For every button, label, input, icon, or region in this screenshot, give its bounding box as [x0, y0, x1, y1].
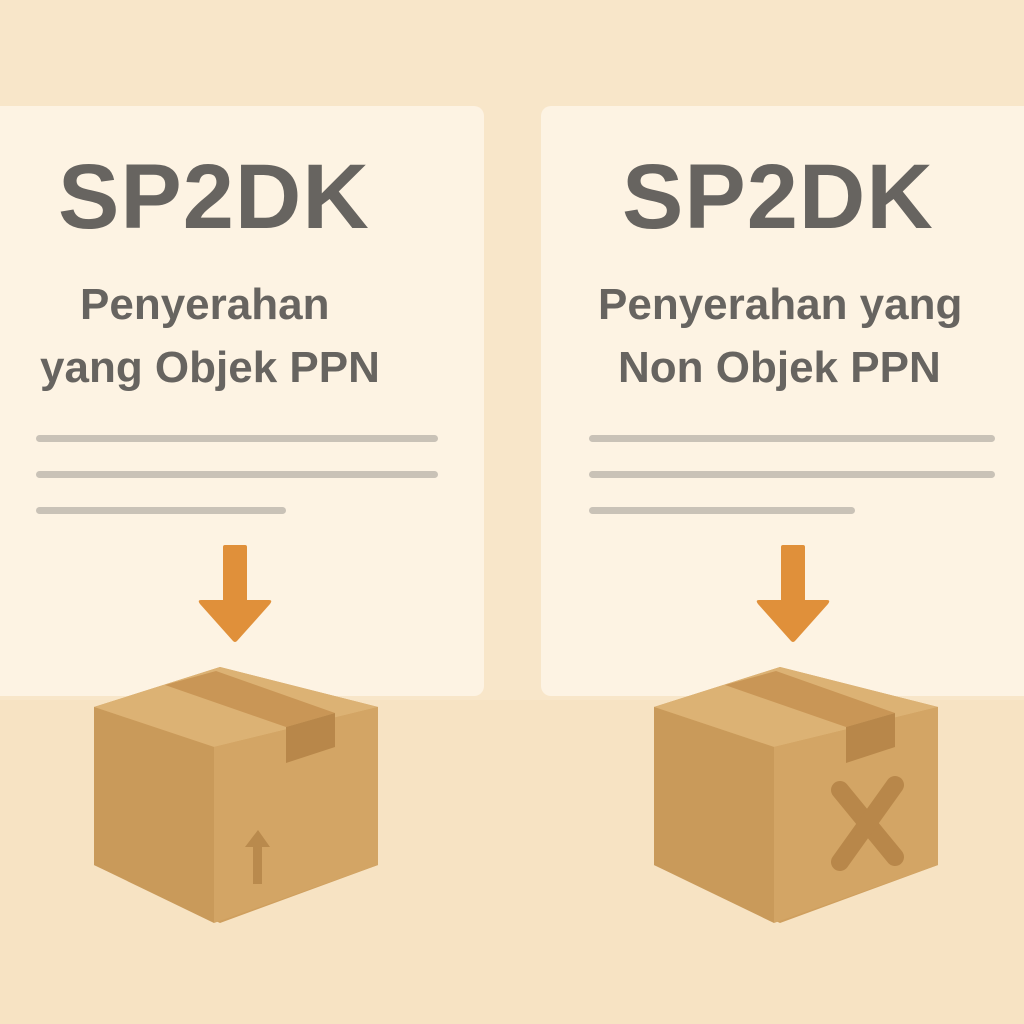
- panel-title: SP2DK: [58, 146, 370, 248]
- down-arrow-icon: [198, 545, 272, 642]
- up-arrow-icon: [245, 830, 270, 884]
- text-placeholder-line: [36, 435, 438, 442]
- text-placeholder-line: [36, 507, 286, 514]
- down-arrow-icon: [756, 545, 830, 642]
- panel-title: SP2DK: [622, 146, 934, 248]
- text-placeholder-line: [589, 507, 855, 514]
- text-placeholder-line: [589, 435, 995, 442]
- cardboard-box-icon: [654, 667, 938, 923]
- x-mark-icon: [831, 776, 904, 871]
- panel-subtitle-line2: Non Objek PPN: [618, 343, 941, 392]
- panel-subtitle-line2: yang Objek PPN: [40, 343, 380, 392]
- text-placeholder-line: [36, 471, 438, 478]
- text-placeholder-line: [589, 471, 995, 478]
- panel-subtitle-line1: Penyerahan yang: [598, 280, 963, 329]
- cardboard-box-icon: [94, 667, 378, 923]
- panel-subtitle-line1: Penyerahan: [80, 280, 330, 329]
